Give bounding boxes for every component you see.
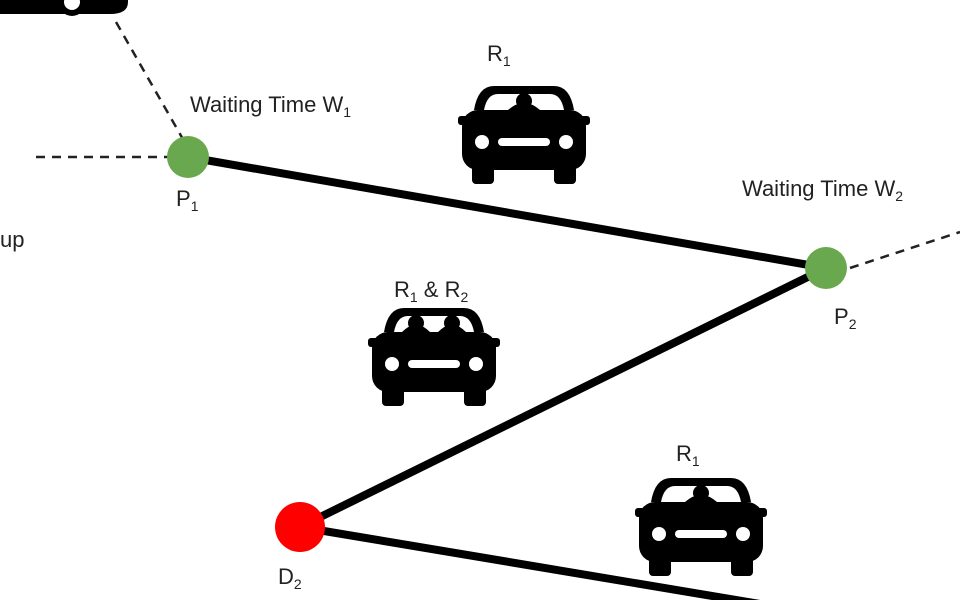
pickup-node-p1 <box>167 136 209 178</box>
pickup-partial-label: up <box>0 227 25 252</box>
car-icon <box>0 0 128 16</box>
dashed-connector-right <box>849 230 960 270</box>
route-d2-onward <box>296 523 761 600</box>
car-bottom-rider-label: R1 <box>676 441 700 469</box>
dashed-connector-from-car <box>114 21 190 149</box>
car-with-two-riders-icon <box>368 308 500 406</box>
car-top-rider-label: R1 <box>487 41 511 69</box>
car-middle-rider-label: R1 & R2 <box>394 277 469 305</box>
node-label-d2: D2 <box>278 564 302 592</box>
dropoff-node-d2 <box>275 502 325 552</box>
route-p2-d2 <box>296 264 830 531</box>
waiting-time-w1-label: Waiting Time W1 <box>190 92 352 120</box>
node-label-p2: P2 <box>834 304 857 332</box>
car-with-one-rider-icon <box>458 86 590 184</box>
pickup-node-p2 <box>805 247 847 289</box>
car-with-one-rider-icon <box>635 478 767 576</box>
waiting-time-w2-label: Waiting Time W2 <box>742 176 904 204</box>
node-label-p1: P1 <box>176 186 199 214</box>
route-p1-p2 <box>184 153 830 272</box>
